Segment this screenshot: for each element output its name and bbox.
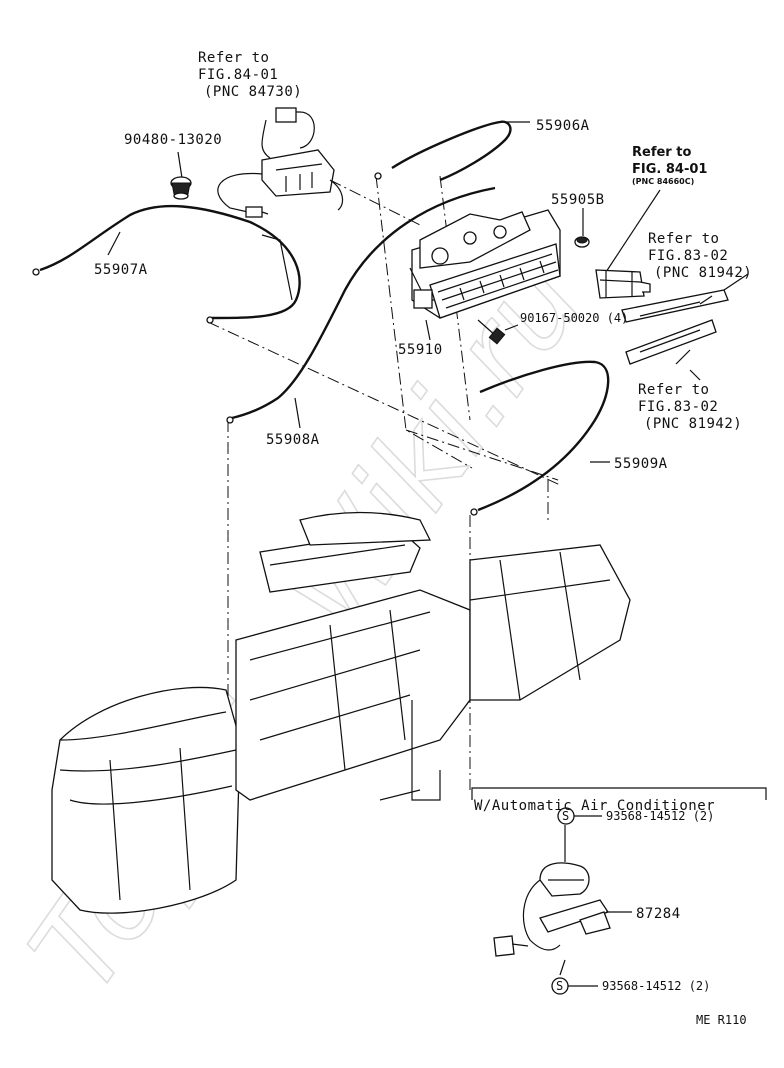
ref-83-02a-line2: FIG.83-02 bbox=[648, 248, 728, 264]
part-label-55905b: 55905B bbox=[551, 192, 605, 208]
leader-lines bbox=[107, 231, 713, 381]
ref-84-01b-line3: (PNC 84660C) bbox=[632, 177, 694, 186]
trim-strip-lower bbox=[625, 319, 717, 365]
s-marker-bottom: S bbox=[551, 977, 598, 995]
knob-55905b bbox=[574, 208, 590, 248]
part-label-87284: 87284 bbox=[636, 906, 681, 922]
footer-code: ME R110 bbox=[696, 1013, 747, 1027]
part-label-93568-top: 93568-14512 (2) bbox=[606, 809, 714, 823]
ref-83-02b-line3: (PNC 81942) bbox=[644, 416, 742, 432]
part-label-55910: 55910 bbox=[398, 342, 443, 358]
ref-83-02b-line1: Refer to bbox=[638, 382, 709, 398]
heater-unit-assembly bbox=[51, 511, 631, 914]
ref-83-02a-line1: Refer to bbox=[648, 231, 719, 247]
ref-84-01b-line2: FIG. 84-01 bbox=[632, 162, 707, 177]
sensor-87284 bbox=[493, 825, 632, 976]
servo-switch-assembly bbox=[217, 107, 344, 218]
part-label-55908a: 55908A bbox=[266, 432, 320, 448]
cable-55906a bbox=[374, 120, 530, 182]
ref-84-01b-line1: Refer to bbox=[632, 145, 691, 160]
part-label-90480-13020: 90480-13020 bbox=[124, 132, 222, 148]
ref-84-01-line2: FIG.84-01 bbox=[198, 67, 278, 83]
screw-90167 bbox=[477, 319, 519, 345]
part-label-90167-50020: 90167-50020 (4) bbox=[520, 311, 628, 325]
s-marker-top: S bbox=[557, 807, 602, 825]
part-label-93568-bottom: 93568-14512 (2) bbox=[602, 979, 710, 993]
switch-84660c bbox=[595, 189, 661, 299]
ref-83-02b-line2: FIG.83-02 bbox=[638, 399, 718, 415]
cable-55907a bbox=[32, 204, 301, 324]
s-marker-bottom-text: S bbox=[556, 979, 563, 993]
part-label-55906a: 55906A bbox=[536, 118, 590, 134]
ref-84-01-line1: Refer to bbox=[198, 50, 269, 66]
trim-strip-upper bbox=[621, 273, 749, 323]
ref-83-02a-line3: (PNC 81942) bbox=[654, 265, 752, 281]
s-marker-top-text: S bbox=[562, 809, 569, 823]
auto-ac-bracket bbox=[471, 787, 767, 800]
part-label-55907a: 55907A bbox=[94, 262, 148, 278]
heater-control-assembly bbox=[409, 209, 561, 319]
grommet-part bbox=[170, 151, 192, 200]
cable-55908a bbox=[226, 186, 496, 429]
part-label-55909a: 55909A bbox=[614, 456, 668, 472]
cable-55909a bbox=[470, 360, 610, 516]
auto-ac-title: W/Automatic Air Conditioner bbox=[474, 798, 715, 814]
ref-84-01-line3: (PNC 84730) bbox=[204, 84, 302, 100]
